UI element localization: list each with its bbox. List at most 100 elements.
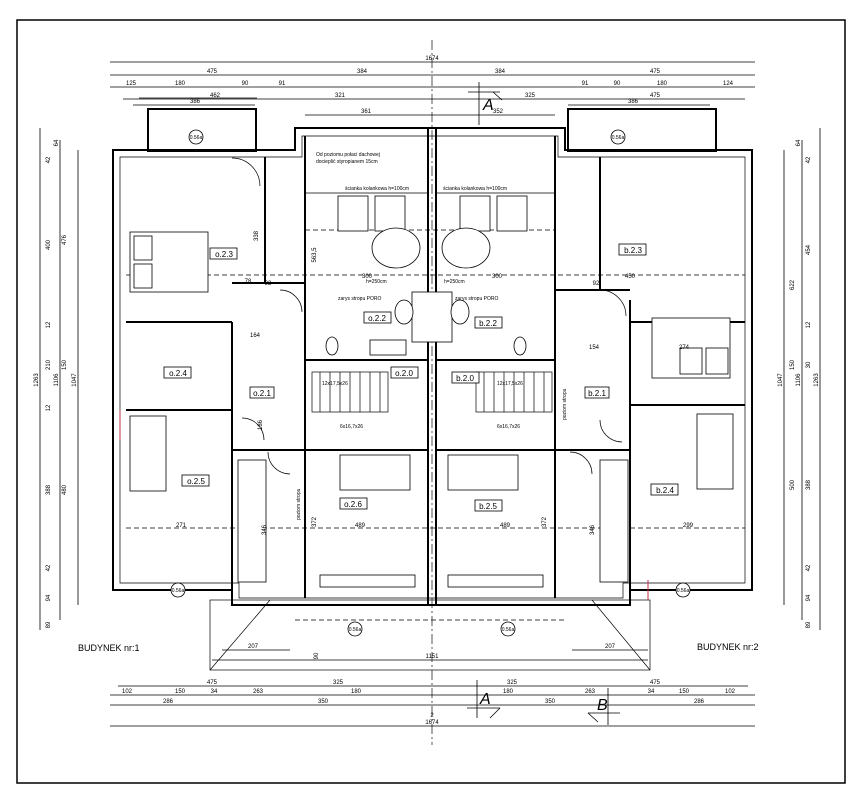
dimension-label: 388 — [46, 484, 52, 495]
dimension-label: 338 — [254, 230, 260, 241]
dimension-label: 622 — [790, 279, 796, 290]
dimension-label: 186 — [258, 419, 264, 430]
dimension-label: 372 — [312, 516, 318, 527]
dimension-label: 210 — [46, 359, 52, 370]
dimension-label: 563,5 — [312, 247, 318, 263]
dimension-label: 12 — [46, 321, 52, 328]
dimension-label: 0.56a — [349, 627, 362, 633]
dimension-label: 475 — [650, 680, 661, 686]
dim: 124 — [723, 81, 734, 87]
dim: 180 — [175, 81, 186, 87]
dimension-label: A — [482, 97, 494, 114]
dimension-label: 154 — [589, 345, 600, 351]
dimension-label: 489 — [355, 523, 366, 529]
dimension-label: 180 — [503, 689, 514, 695]
dim-total-top: 1674 — [425, 56, 439, 62]
right-dimensions: 1263 1106 1047 64 42 454 622 12 30 150 5… — [778, 128, 821, 630]
top-dimensions: 1674 475 384 384 475 125 180 90 91 91 90… — [110, 56, 755, 116]
dim: 125 — [126, 81, 137, 87]
dimension-label: 489 — [500, 523, 511, 529]
dim: 1151 — [426, 654, 440, 660]
bed-icon — [129, 415, 167, 492]
dim: 91 — [582, 81, 589, 87]
room-label: o.2.5 — [187, 477, 205, 486]
room-label: o.2.1 — [253, 389, 271, 398]
wardrobe-icon — [237, 459, 267, 583]
dimension-label: A — [479, 691, 491, 708]
note: poziom stropu — [562, 388, 568, 420]
dimension-label: 92 — [593, 281, 600, 287]
toilet-icon — [513, 336, 527, 356]
shower-icon — [450, 299, 470, 325]
building-2-label: BUDYNEK nr:2 — [697, 642, 759, 652]
dimension-label: 89 — [46, 621, 52, 628]
dimension-label: 346 — [262, 524, 268, 535]
door-icon — [231, 157, 261, 187]
dim: 207 — [248, 644, 259, 650]
note: 12x17,5x26 — [322, 381, 348, 387]
dim: 462 — [210, 93, 221, 99]
dimension-label: 454 — [806, 244, 812, 255]
desk-icon — [319, 574, 416, 588]
section-marker-a-top: A — [468, 82, 503, 125]
dimension-label: 1106 — [54, 373, 60, 387]
drawing-frame — [16, 19, 846, 784]
dimension-label: 164 — [250, 333, 261, 339]
dimension-label: 0.56a — [612, 135, 625, 141]
bed-icon — [696, 413, 734, 490]
room-label: b.2.1 — [588, 389, 606, 398]
dimension-label: 1047 — [778, 373, 784, 387]
dimension-label: 286 — [163, 699, 174, 705]
dimension-label: 476 — [62, 234, 68, 245]
room-label: b.2.0 — [456, 374, 474, 383]
dimension-label: 388 — [806, 479, 812, 490]
bottom-dimensions: 475 325 325 475 102 150 34 263 180 180 2… — [110, 680, 755, 727]
dimension-label: 346 — [590, 524, 596, 535]
dimension-label: 1263 — [814, 373, 820, 387]
wardrobe-icon — [599, 459, 629, 583]
toilet-icon — [325, 336, 339, 356]
balcony-right — [567, 108, 717, 152]
note: 12x17,5x26 — [497, 381, 523, 387]
dimension-label: 150 — [790, 359, 796, 370]
dimension-label: 42 — [806, 156, 812, 163]
dimension-label: 0.56a — [172, 588, 185, 594]
dimension-label: 42 — [46, 564, 52, 571]
dim: 384 — [357, 69, 368, 75]
dimension-label: B — [597, 697, 608, 714]
dimension-label: 271 — [176, 523, 187, 529]
note: Od poziomu połaci dachowej — [316, 152, 380, 158]
dimension-label: 180 — [351, 689, 362, 695]
chimney-icon — [411, 291, 453, 343]
dimension-label: 78 — [245, 279, 252, 285]
note: zarys stropu PORO — [455, 296, 498, 302]
dimension-label: 372 — [542, 516, 548, 527]
dim: 207 — [605, 644, 616, 650]
dimension-label: 0.56a — [190, 135, 203, 141]
dimension-label: 500 — [790, 479, 796, 490]
dimension-label: 2 — [430, 713, 434, 719]
door-icon — [569, 451, 593, 475]
dimension-label: 1106 — [796, 373, 802, 387]
dimension-label: 42 — [46, 156, 52, 163]
dimension-label: 286 — [694, 699, 705, 705]
terrace: 207 207 1151 90 — [209, 599, 651, 671]
dimension-label: 1263 — [34, 373, 40, 387]
room-label: b.2.3 — [624, 246, 642, 255]
section-marker-a-bottom: A — [467, 680, 501, 719]
room-label: b.2.5 — [479, 502, 497, 511]
dim: 384 — [495, 69, 506, 75]
dimension-label: 300 — [362, 274, 373, 280]
dimension-label: 400 — [46, 239, 52, 250]
dimension-label: 1047 — [72, 373, 78, 387]
room-label: o.2.2 — [368, 314, 386, 323]
door-icon — [599, 419, 623, 443]
room-label: b.2.4 — [656, 486, 674, 495]
room-label: o.2.4 — [169, 369, 187, 378]
note: docieplić styropianem 15cm — [316, 159, 378, 165]
dim: 386 — [628, 99, 639, 105]
dimension-label: 102 — [122, 689, 133, 695]
room-label: o.2.0 — [395, 369, 413, 378]
note: zarys stropu PORO — [338, 296, 381, 302]
